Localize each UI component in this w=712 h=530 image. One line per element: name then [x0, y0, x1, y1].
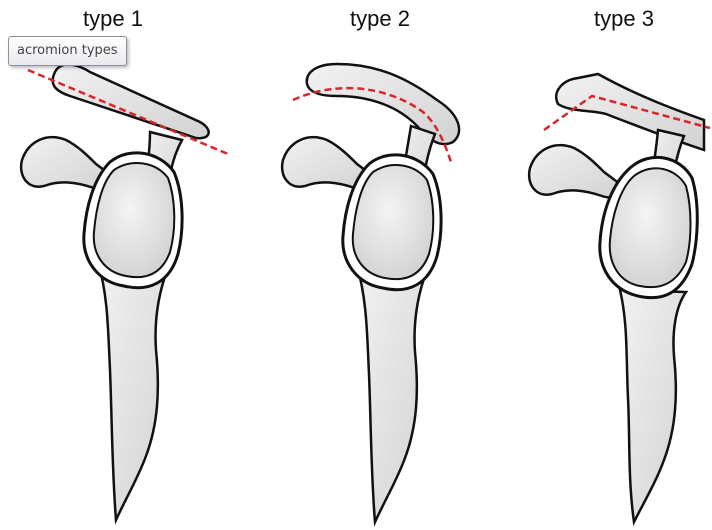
scapular-body: [620, 290, 686, 522]
acromion-types-tooltip: acromion types: [8, 36, 127, 66]
scapula-diagram-type-3: [474, 0, 712, 530]
panel-type-3: type 3: [474, 0, 711, 530]
scapular-body: [357, 266, 427, 522]
panel-type-2: type 2: [237, 0, 474, 530]
scapula-diagram-type-1: [0, 0, 237, 530]
acromion: [307, 64, 459, 144]
scapula-diagram-type-2: [237, 0, 474, 530]
scapular-body: [98, 262, 168, 520]
glenoid-fossa: [94, 163, 174, 277]
panel-type-1: type 1: [0, 0, 237, 530]
coracoid-process: [529, 145, 620, 197]
acromion: [53, 65, 209, 139]
glenoid-fossa: [353, 165, 433, 279]
